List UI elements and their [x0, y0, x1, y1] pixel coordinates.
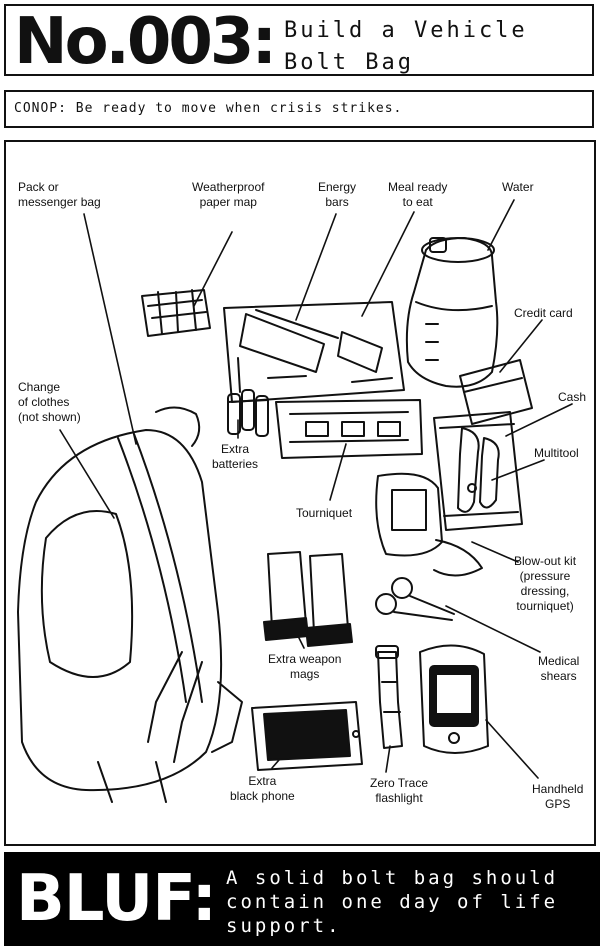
conop-text: CONOP: Be ready to move when crisis stri… [14, 101, 403, 116]
bluf-line-3: support. [226, 915, 342, 937]
label-map: Weatherproof paper map [192, 180, 265, 209]
bluf-word: BLUF: [16, 862, 217, 936]
medical-shears-drawing [375, 577, 455, 621]
water-bottle-drawing [405, 237, 499, 388]
backpack-drawing [17, 406, 243, 803]
phone-drawing [251, 701, 363, 771]
map-drawing [141, 289, 211, 337]
label-water: Water [502, 180, 534, 194]
tourniquet-drawing [275, 399, 423, 459]
label-blowout-kit: Blow-out kit (pressure dressing, tourniq… [514, 554, 577, 613]
illustration-panel: Pack or messenger bag Weatherproof paper… [4, 140, 596, 846]
label-batteries: Extra batteries [212, 442, 259, 471]
issue-header: No.003: Build a Vehicle Bolt Bag [4, 4, 594, 76]
bluf-line-1: A solid bolt bag should [226, 867, 559, 889]
label-energy-bars: Energy bars [318, 180, 357, 209]
gps-drawing [419, 644, 489, 754]
bluf-text: A solid bolt bag should contain one day … [226, 866, 558, 938]
bluf-banner: BLUF: A solid bolt bag should contain on… [4, 852, 600, 946]
batteries-drawing [227, 389, 269, 437]
label-credit-card: Credit card [514, 306, 573, 320]
label-gps: Handheld GPS [532, 782, 584, 811]
cash-multitool-drawing [433, 411, 523, 531]
title-line-1: Build a Vehicle [284, 18, 528, 43]
label-medical-shears: Medical shears [538, 654, 580, 683]
label-phone: Extra black phone [230, 774, 295, 803]
mags-drawing [263, 551, 353, 647]
bluf-line-2: contain one day of life [226, 891, 559, 913]
label-pack: Pack or messenger bag [18, 180, 101, 209]
credit-card-drawing [459, 359, 533, 425]
issue-number: No.003: [14, 5, 277, 79]
title-line-2: Bolt Bag [284, 50, 414, 75]
blowout-kit-drawing [375, 472, 483, 577]
mre-drawing [223, 301, 405, 403]
conop-box: CONOP: Be ready to move when crisis stri… [4, 90, 594, 128]
label-change-of-clothes: Change of clothes (not shown) [18, 380, 81, 424]
label-multitool: Multitool [534, 446, 579, 460]
label-flashlight: Zero Trace flashlight [370, 776, 429, 805]
label-cash: Cash [558, 390, 587, 404]
label-tourniquet: Tourniquet [296, 506, 353, 520]
label-meal: Meal ready to eat [388, 180, 448, 209]
label-weapon-mags: Extra weapon mags [268, 652, 342, 681]
flashlight-drawing [375, 645, 403, 749]
gear-illustration [17, 199, 573, 803]
